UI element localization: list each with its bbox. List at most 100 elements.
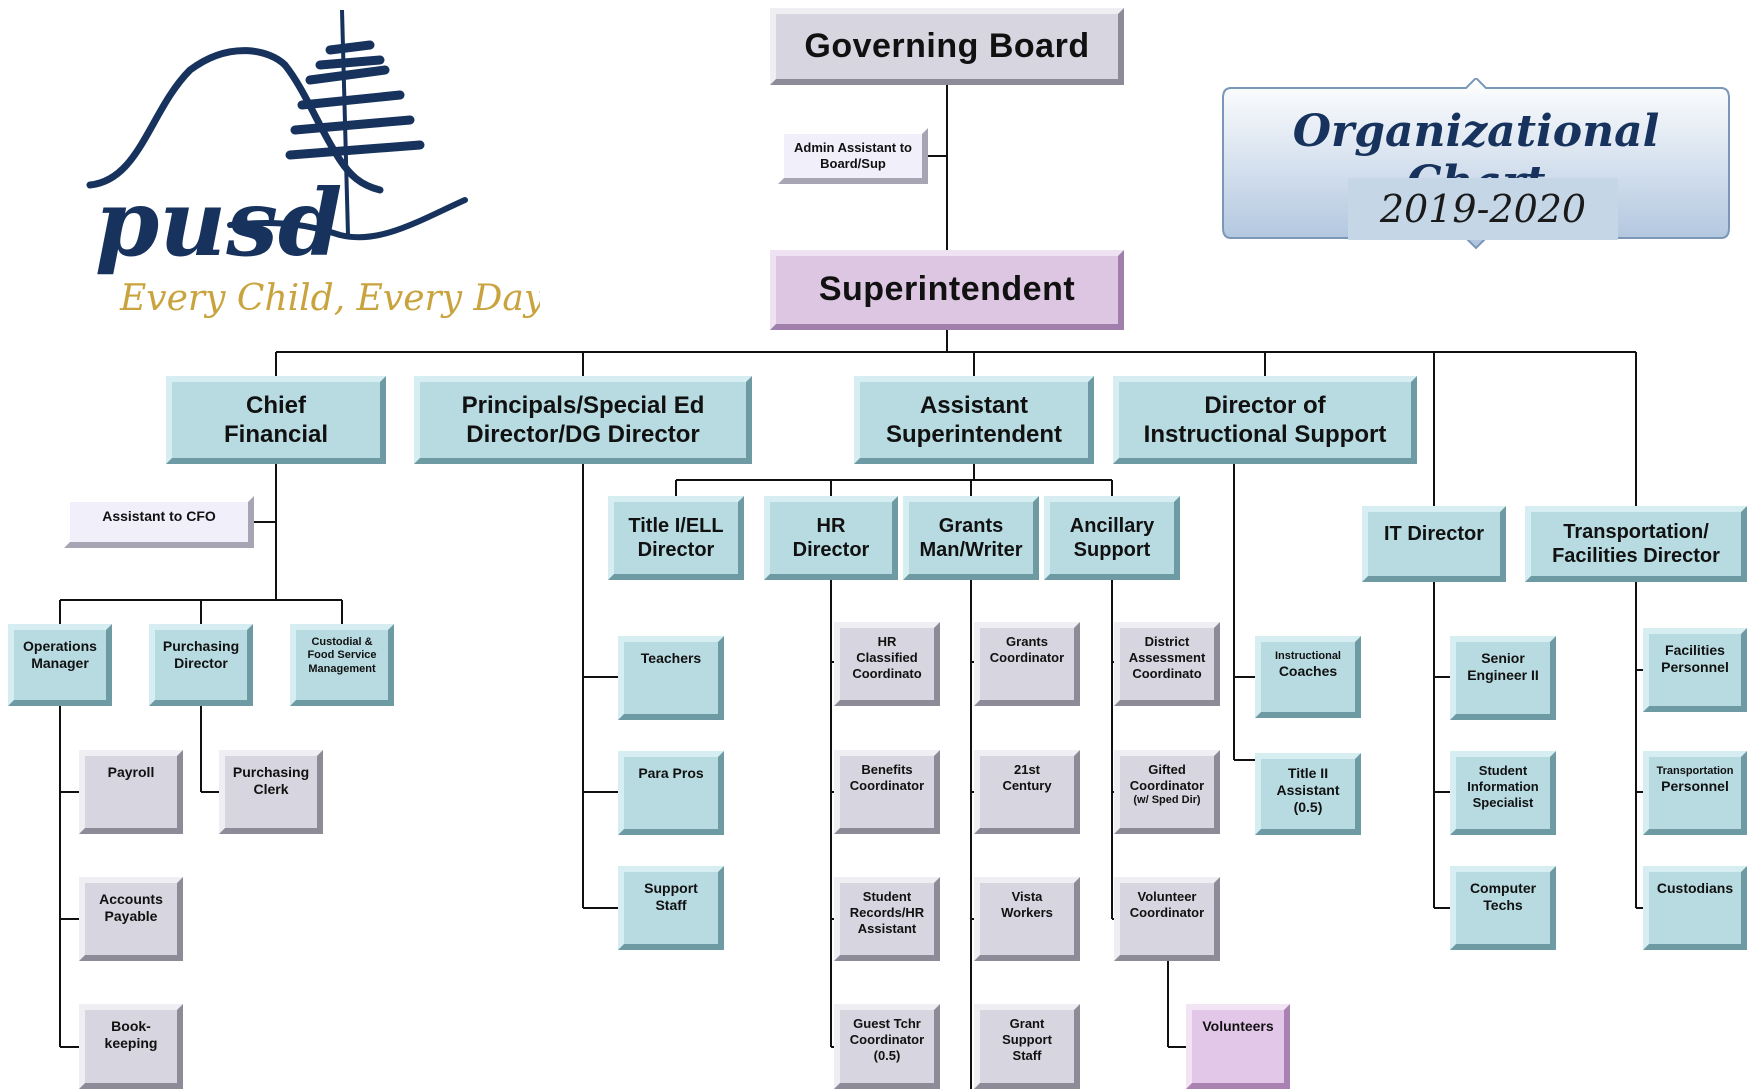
volunteers-box[interactable]: Volunteers	[1186, 1004, 1290, 1089]
student-records-line2: Records/HR	[849, 904, 925, 920]
superintendent-box[interactable]: Superintendent	[770, 250, 1124, 330]
operations-manager-line2: Manager	[31, 655, 89, 672]
title-ii-line2: Assistant	[1276, 782, 1340, 799]
admin-assistant-line1: Admin Assistant to	[794, 140, 912, 156]
admin-assistant-box[interactable]: Admin Assistant to Board/Sup	[778, 128, 928, 184]
custodial-line1: Custodial &	[311, 636, 373, 648]
title-ell-line1: Title I/ELL	[628, 514, 724, 537]
district-assessment-line2: Assessment	[1128, 649, 1206, 665]
student-information-specialist-box[interactable]: Student Information Specialist	[1450, 751, 1556, 835]
district-assessment-box[interactable]: District Assessment Coordinato	[1114, 622, 1220, 706]
bookkeeping-line1: Book-	[111, 1018, 151, 1034]
vista-line2: Workers	[1001, 904, 1053, 920]
hr-director-line2: Director	[792, 539, 870, 561]
grants-writer-box[interactable]: Grants Man/Writer	[903, 496, 1039, 580]
assistant-to-cfo-box[interactable]: Assistant to CFO	[64, 496, 254, 548]
grant-support-line1: Grant	[1009, 1016, 1045, 1031]
title-ell-director-box[interactable]: Title I/ELL Director	[608, 496, 744, 580]
pusd-logo: pusd Every Child, Every Day	[86, 10, 540, 319]
grant-support-line2: Support	[1002, 1031, 1052, 1047]
chart-year: 2019-2020	[1348, 178, 1618, 240]
assistant-superintendent-box[interactable]: Assistant Superintendent	[854, 376, 1094, 464]
purchasing-director-line2: Director	[174, 655, 228, 672]
grant-support-staff-box[interactable]: Grant Support Staff	[974, 1004, 1080, 1089]
transportation-director-box[interactable]: Transportation/ Facilities Director	[1525, 506, 1747, 582]
support-staff-box[interactable]: Support Staff	[618, 866, 724, 950]
accounts-payable-line2: Payable	[104, 908, 158, 925]
senior-engineer-box[interactable]: Senior Engineer II	[1450, 636, 1556, 720]
benefits-line2: Coordinator	[849, 777, 925, 793]
guest-teacher-coordinator-box[interactable]: Guest Tchr Coordinator (0.5)	[834, 1004, 940, 1089]
twenty-first-line1: 21st	[1013, 762, 1041, 777]
instructional-support-box[interactable]: Director of Instructional Support	[1113, 376, 1417, 464]
assistant-to-cfo-label: Assistant to CFO	[102, 508, 216, 524]
logo-tagline: Every Child, Every Day	[119, 278, 540, 319]
hr-classified-box[interactable]: HR Classified Coordinato	[834, 622, 940, 706]
facilities-personnel-line1: Facilities	[1665, 642, 1725, 658]
facilities-personnel-box[interactable]: Facilities Personnel	[1643, 628, 1747, 712]
custodial-food-service-box[interactable]: Custodial & Food Service Management	[290, 624, 394, 706]
grants-coordinator-line2: Coordinator	[989, 649, 1065, 665]
guest-teacher-line1: Guest Tchr	[853, 1016, 921, 1031]
ancillary-support-box[interactable]: Ancillary Support	[1044, 496, 1180, 580]
grants-coordinator-box[interactable]: Grants Coordinator	[974, 622, 1080, 706]
student-info-line3: Specialist	[1472, 794, 1534, 810]
title-ii-line1: Title II	[1287, 765, 1329, 781]
computer-techs-box[interactable]: Computer Techs	[1450, 866, 1556, 950]
hr-classified-line1: HR	[877, 634, 897, 649]
volunteer-coordinator-line1: Volunteer	[1137, 889, 1197, 904]
twenty-first-century-box[interactable]: 21st Century	[974, 750, 1080, 834]
teachers-box[interactable]: Teachers	[618, 636, 724, 720]
assistant-superintendent-line2: Superintendent	[885, 421, 1062, 448]
assistant-superintendent-line1: Assistant	[919, 391, 1029, 419]
volunteer-coordinator-line2: Coordinator	[1129, 904, 1205, 920]
custodians-box[interactable]: Custodians	[1643, 866, 1747, 950]
transportation-line1: Transportation/	[1563, 520, 1709, 543]
hr-classified-line3: Coordinato	[852, 665, 922, 681]
benefits-line1: Benefits	[861, 762, 913, 777]
transportation-personnel-line1: Transportation	[1656, 765, 1734, 777]
senior-engineer-line1: Senior	[1481, 650, 1525, 666]
grants-writer-line2: Man/Writer	[919, 539, 1023, 561]
gifted-coordinator-box[interactable]: Gifted Coordinator (w/ Sped Dir)	[1114, 750, 1220, 834]
purchasing-director-line1: Purchasing	[162, 638, 240, 654]
admin-assistant-line2: Board/Sup	[820, 156, 886, 171]
operations-manager-box[interactable]: Operations Manager	[8, 624, 112, 706]
it-director-box[interactable]: IT Director	[1362, 506, 1506, 582]
chief-financial-line2: Financial	[223, 421, 329, 448]
ancillary-line2: Support	[1073, 539, 1151, 561]
principals-box[interactable]: Principals/Special Ed Director/DG Direct…	[414, 376, 752, 464]
operations-manager-line1: Operations	[23, 638, 97, 654]
purchasing-clerk-box[interactable]: Purchasing Clerk	[219, 750, 323, 834]
custodians-label: Custodians	[1656, 880, 1734, 896]
district-assessment-line1: District	[1144, 634, 1190, 649]
purchasing-clerk-line2: Clerk	[253, 781, 289, 798]
student-records-box[interactable]: Student Records/HR Assistant	[834, 877, 940, 961]
benefits-coordinator-box[interactable]: Benefits Coordinator	[834, 750, 940, 834]
chief-financial-line1: Chief	[246, 391, 306, 419]
transportation-personnel-box[interactable]: Transportation Personnel	[1643, 751, 1747, 835]
student-info-line1: Student	[1478, 763, 1528, 778]
payroll-box[interactable]: Payroll	[79, 750, 183, 834]
accounts-payable-box[interactable]: Accounts Payable	[79, 877, 183, 961]
governing-board-label: Governing Board	[804, 26, 1090, 65]
instructional-coaches-box[interactable]: Instructional Coaches	[1255, 636, 1361, 718]
volunteers-label: Volunteers	[1202, 1018, 1274, 1034]
chief-financial-box[interactable]: Chief Financial	[166, 376, 386, 464]
title-ii-assistant-box[interactable]: Title II Assistant (0.5)	[1255, 753, 1361, 835]
twenty-first-line2: Century	[1002, 777, 1052, 793]
support-staff-line1: Support	[644, 880, 698, 896]
para-pros-box[interactable]: Para Pros	[618, 751, 724, 835]
purchasing-director-box[interactable]: Purchasing Director	[149, 624, 253, 706]
bookkeeping-box[interactable]: Book- keeping	[79, 1004, 183, 1089]
support-staff-line2: Staff	[655, 897, 687, 914]
instructional-support-line1: Director of	[1204, 391, 1326, 419]
instructional-support-line2: Instructional Support	[1143, 421, 1387, 448]
volunteer-coordinator-box[interactable]: Volunteer Coordinator	[1114, 877, 1220, 961]
hr-director-box[interactable]: HR Director	[764, 496, 898, 580]
governing-board-box[interactable]: Governing Board	[770, 8, 1124, 85]
vista-workers-box[interactable]: Vista Workers	[974, 877, 1080, 961]
computer-techs-line1: Computer	[1469, 880, 1537, 896]
principals-line2: Director/DG Director	[466, 421, 700, 448]
